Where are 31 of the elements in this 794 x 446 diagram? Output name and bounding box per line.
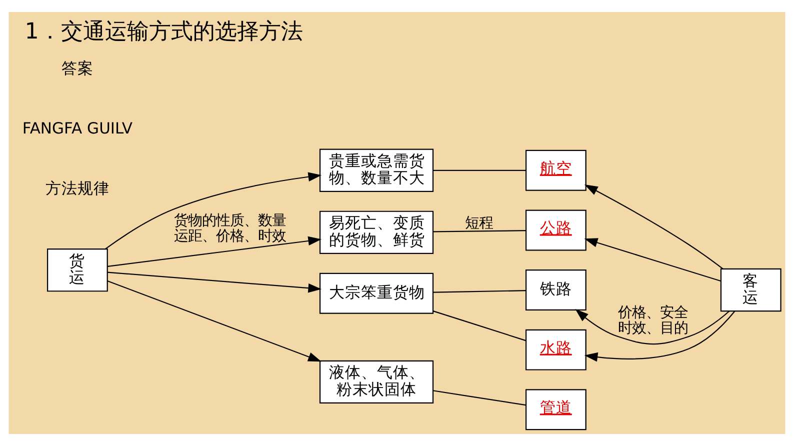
node-box: 贵重或急需货物、数量不大: [319, 148, 434, 192]
node-box: 铁路: [525, 270, 586, 310]
node-box: 液体、气体、粉末状固体: [319, 360, 434, 404]
arrow: [107, 236, 322, 267]
node-box: 航空: [525, 150, 586, 191]
edge-label: 货物的性质、数量运距、价格、时效: [174, 213, 286, 245]
arrow: [575, 309, 730, 345]
node-box: 客运: [720, 268, 782, 312]
connector: [433, 310, 526, 342]
node-box: 易死亡、变质的货物、鲜货: [319, 210, 434, 254]
arrow: [584, 184, 724, 270]
connector: [433, 290, 526, 293]
arrow: [584, 238, 721, 282]
connector: [433, 170, 526, 171]
node-box: 货运: [47, 248, 108, 292]
arrow: [107, 280, 322, 362]
node-box: 水路: [525, 329, 586, 370]
label: 答案: [61, 60, 94, 78]
connector: [433, 390, 526, 406]
arrow: [584, 310, 736, 362]
arrow: [105, 172, 322, 250]
label: FANGFA GUILV: [22, 120, 133, 138]
label: 方法规律: [45, 179, 110, 198]
edge-label: 价格、安全时效、目的: [618, 305, 688, 337]
connector: [433, 230, 526, 232]
arrow: [108, 272, 322, 293]
edge-label: 短程: [465, 215, 494, 232]
node-box: 大宗笨重货物: [319, 272, 434, 314]
diagram-title: 1．交通运输方式的选择方法: [24, 18, 303, 45]
node-box: 公路: [525, 210, 586, 251]
node-box: 管道: [525, 389, 586, 430]
